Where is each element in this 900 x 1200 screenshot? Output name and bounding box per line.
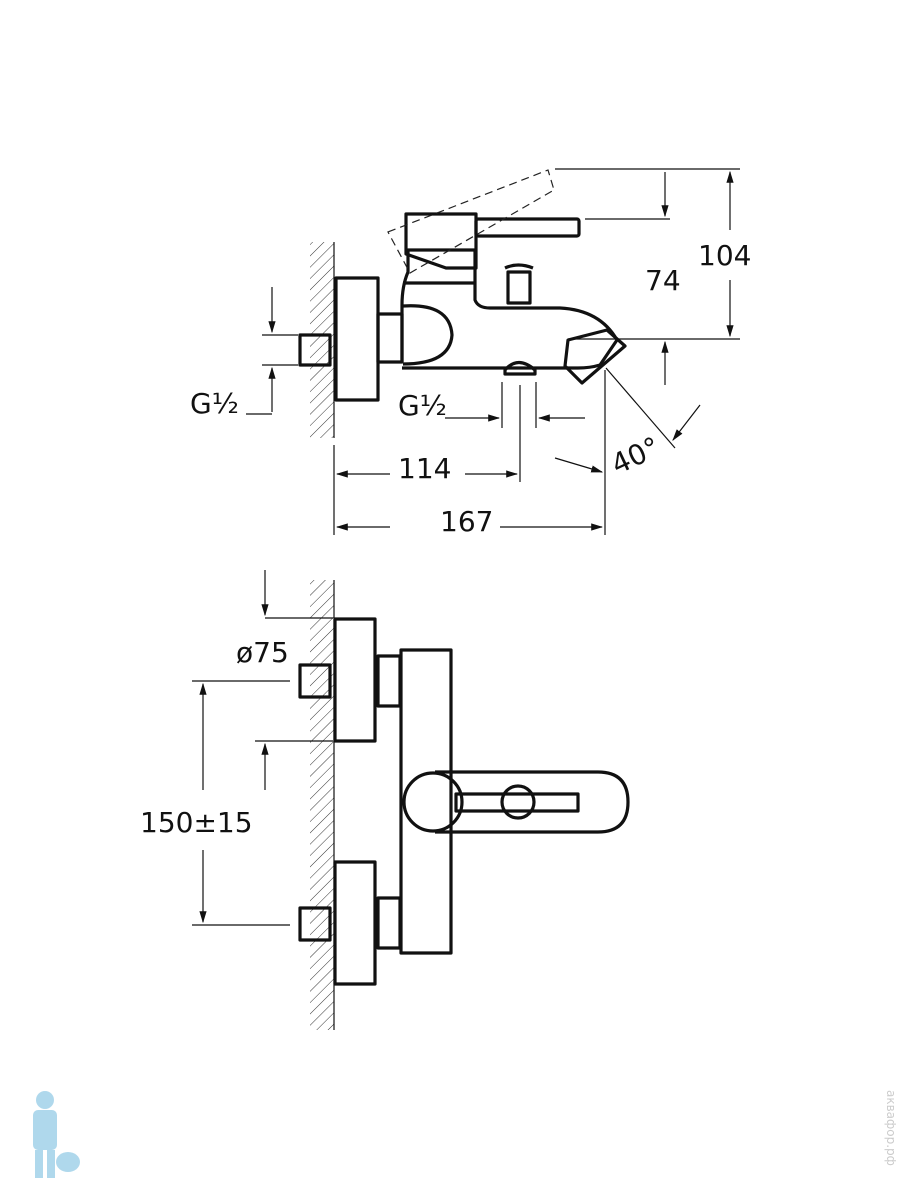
dim-total-height: 104 (698, 239, 751, 272)
dim-spout-angle: 40° (606, 430, 665, 481)
front-view: ø75 150±15 (140, 570, 630, 1030)
lever-front (454, 792, 580, 813)
wall-flange (334, 276, 380, 402)
upper-flange (333, 617, 377, 743)
dim-spout-height: 74 (645, 264, 681, 297)
watermark: аквафор.рф (884, 1090, 898, 1166)
dim-inlet-thread: G½ (190, 387, 239, 420)
dim-outlet-thread: G½ (398, 389, 447, 422)
spout-front (435, 770, 630, 834)
lever-cap (402, 771, 464, 833)
lever-handle (474, 217, 581, 238)
side-view: 104 74 G½ G½ 114 167 40° (190, 168, 751, 538)
diverter-knob (504, 263, 534, 305)
mixer-body-front (399, 648, 453, 955)
dim-inlet-spacing: 150±15 (140, 806, 253, 839)
dim-outlet-distance: 114 (398, 452, 451, 485)
lever-base (404, 212, 478, 270)
wall-hatch-front (310, 580, 334, 1030)
plumber-logo (33, 1091, 80, 1178)
inlet-connector (298, 333, 332, 367)
lower-flange (333, 860, 377, 986)
spout-outlet (563, 328, 627, 385)
mixer-body (400, 248, 619, 370)
dim-flange-diameter: ø75 (236, 636, 289, 669)
shower-outlet (503, 360, 537, 376)
dim-total-depth: 167 (440, 505, 493, 538)
